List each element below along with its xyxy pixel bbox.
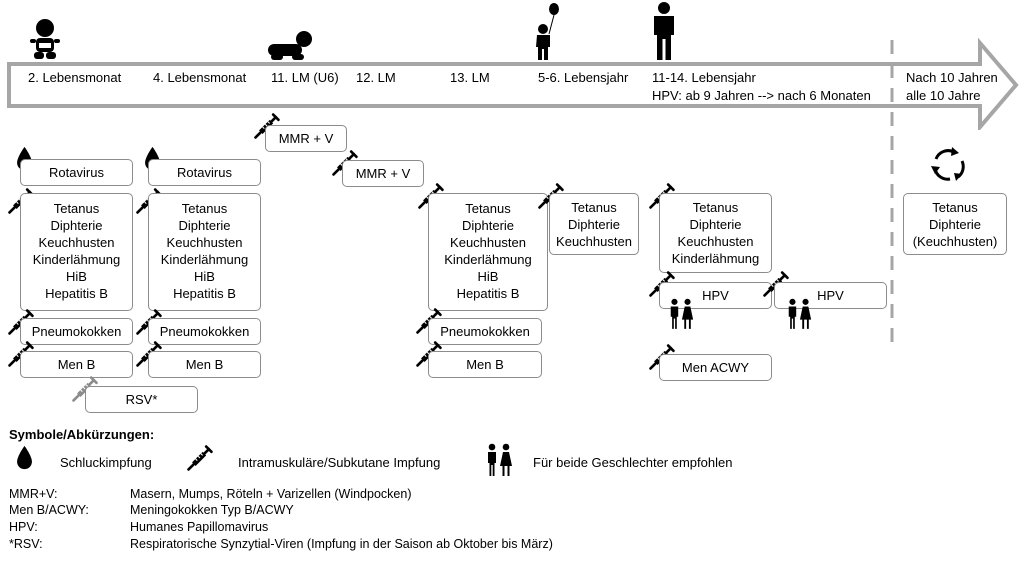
- abbr-value: Humanes Papillomavirus: [130, 520, 269, 534]
- stage-label-12-lm: 12. LM: [356, 70, 396, 85]
- stage-note-hpv: HPV: ab 9 Jahren --> nach 6 Monaten: [652, 88, 871, 103]
- vaccine-pneumokokken: Pneumokokken: [148, 318, 261, 345]
- stage-label-5-6-lebensjahr: 5-6. Lebensjahr: [538, 70, 629, 85]
- dashed-divider: [890, 40, 894, 350]
- legend-both-sexes-label: Für beide Geschlechter empfohlen: [533, 455, 733, 470]
- stage-label-11-14-lebensjahr: 11-14. Lebensjahr: [652, 70, 756, 85]
- boy-girl-icon: [484, 443, 514, 477]
- legend-injection-label: Intramuskuläre/Subkutane Impfung: [238, 455, 441, 470]
- boy-girl-icon: [785, 298, 813, 330]
- vaccine-men-b: Men B: [148, 351, 261, 378]
- baby-icon: [30, 19, 60, 59]
- vaccine-mmr-v: MMR + V: [265, 125, 347, 152]
- abbr-value: Meningokokken Typ B/ACWY: [130, 503, 294, 517]
- vaccine-pneumokokken: Pneumokokken: [20, 318, 133, 345]
- vaccine-men-b: Men B: [20, 351, 133, 378]
- vaccine-rotavirus: Rotavirus: [148, 159, 261, 186]
- boy-girl-icon: [667, 298, 695, 330]
- vaccine-men-acwy: Men ACWY: [659, 354, 772, 381]
- vaccine-pneumokokken: Pneumokokken: [428, 318, 542, 345]
- drop-icon: [15, 445, 34, 471]
- timeline-arrow: [7, 37, 1019, 130]
- vaccine-rsv: RSV*: [85, 386, 198, 413]
- abbr-value: Masern, Mumps, Röteln + Varizellen (Wind…: [130, 487, 412, 501]
- stage-label-nach-10-jahren: Nach 10 Jahren: [906, 70, 998, 85]
- legend-oral-label: Schluckimpfung: [60, 455, 152, 470]
- stage-label-11-lm: 11. LM (U6): [271, 70, 339, 85]
- stage-label-4-lebensmonat: 4. Lebensmonat: [153, 70, 247, 85]
- stage-label-13-lm: 13. LM: [450, 70, 490, 85]
- crawling-baby-icon: [268, 31, 312, 60]
- stage-label-2-lebensmonat: 2. Lebensmonat: [28, 70, 122, 85]
- abbr-key: *RSV:: [9, 537, 43, 551]
- vaccine-rotavirus: Rotavirus: [20, 159, 133, 186]
- vaccine-men-b: Men B: [428, 351, 542, 378]
- legend-title: Symbole/Abkürzungen:: [9, 427, 155, 442]
- abbr-key: Men B/ACWY:: [9, 503, 89, 517]
- vaccine-mmr-v: MMR + V: [342, 160, 424, 187]
- vaccine-hpv: HPV: [659, 282, 772, 309]
- abbr-value: Respiratorische Synzytial-Viren (Impfung…: [130, 537, 553, 551]
- abbr-key: MMR+V:: [9, 487, 58, 501]
- child-with-balloon-icon: [536, 3, 559, 60]
- person-icon: [654, 2, 674, 60]
- abbr-key: HPV:: [9, 520, 38, 534]
- stage-note-alle-10-jahre: alle 10 Jahre: [906, 88, 981, 103]
- recycle-arrows-icon: [931, 147, 965, 181]
- syringe-icon: [185, 443, 215, 473]
